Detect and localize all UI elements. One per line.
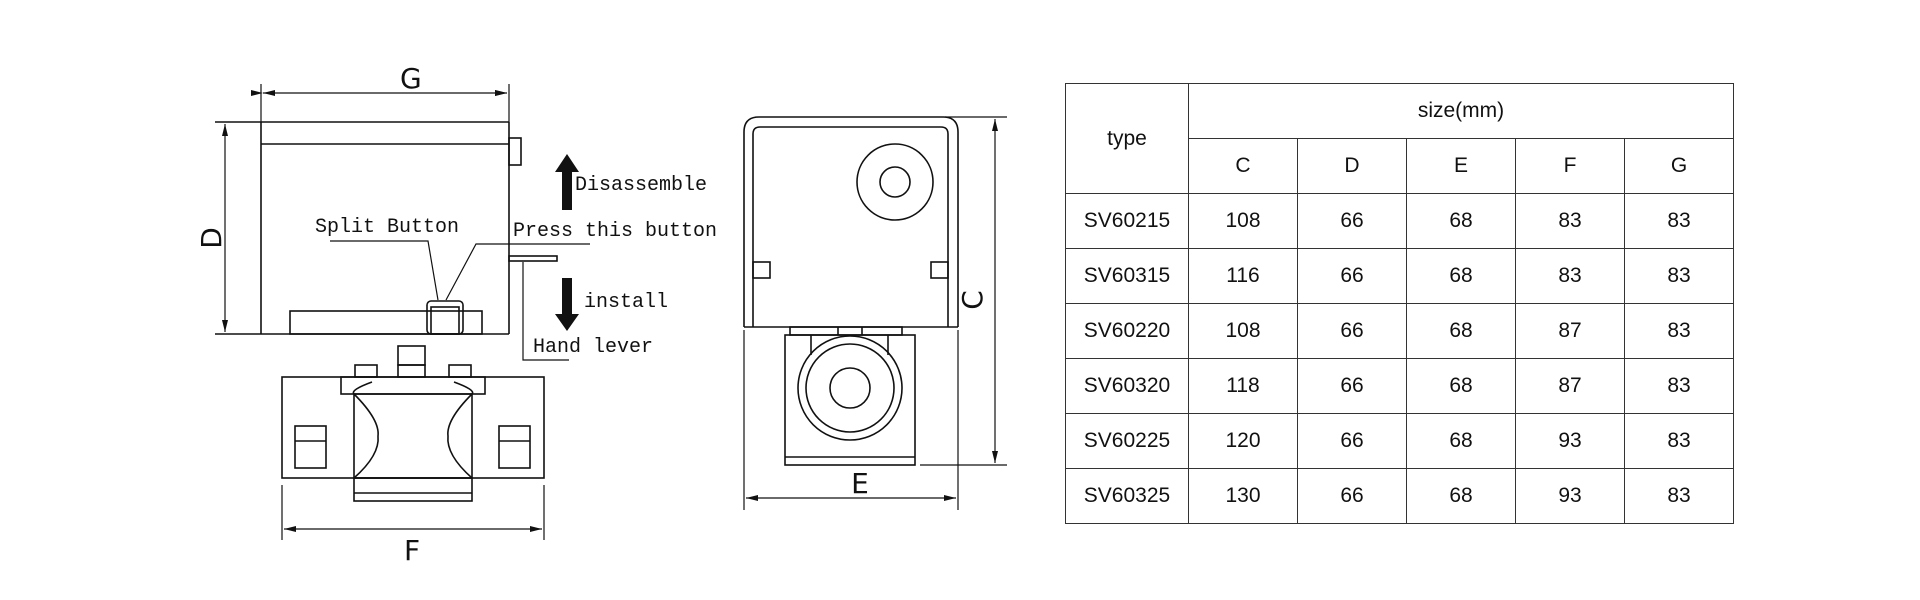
- size-cell: 66: [1297, 248, 1407, 304]
- type-cell: SV60220: [1065, 303, 1189, 359]
- arrow-down-icon: [555, 278, 579, 331]
- hand-lever-label: Hand lever: [533, 336, 653, 359]
- size-cell: 118: [1188, 358, 1298, 414]
- size-cell: 68: [1406, 468, 1516, 524]
- size-cell: 83: [1515, 193, 1625, 249]
- size-cell: 66: [1297, 413, 1407, 469]
- column-header: G: [1624, 138, 1734, 194]
- type-cell: SV60225: [1065, 413, 1189, 469]
- arrow-up-icon: [555, 154, 579, 210]
- column-header: D: [1297, 138, 1407, 194]
- size-cell: 83: [1624, 468, 1734, 524]
- column-header: E: [1406, 138, 1516, 194]
- size-cell: 83: [1624, 358, 1734, 414]
- column-header: C: [1188, 138, 1298, 194]
- size-cell: 68: [1406, 303, 1516, 359]
- type-header: type: [1065, 83, 1189, 194]
- type-cell: SV60215: [1065, 193, 1189, 249]
- dimension-c-label: C: [956, 290, 989, 310]
- dimension-f-label: F: [404, 534, 420, 567]
- size-cell: 87: [1515, 303, 1625, 359]
- size-cell: 93: [1515, 413, 1625, 469]
- actuator-side-view: G D Split Button Press this button Disas…: [195, 62, 717, 361]
- valve-body-side-view: F: [281, 345, 545, 567]
- split-button-label: Split Button: [315, 216, 459, 239]
- size-cell: 68: [1406, 358, 1516, 414]
- size-cell: 116: [1188, 248, 1298, 304]
- type-cell: SV60315: [1065, 248, 1189, 304]
- size-cell: 68: [1406, 413, 1516, 469]
- disassemble-label: Disassemble: [575, 174, 707, 197]
- install-label: install: [584, 291, 668, 314]
- size-cell: 66: [1297, 358, 1407, 414]
- size-cell: 130: [1188, 468, 1298, 524]
- size-cell: 83: [1624, 248, 1734, 304]
- column-header-row: C D E F G: [1066, 138, 1734, 194]
- dimension-g-label: G: [400, 62, 422, 95]
- size-cell: 87: [1515, 358, 1625, 414]
- size-cell: 66: [1297, 303, 1407, 359]
- size-cell: 66: [1297, 468, 1407, 524]
- size-cell: 83: [1624, 413, 1734, 469]
- size-cell: 83: [1624, 193, 1734, 249]
- size-cell: 83: [1624, 303, 1734, 359]
- actuator-front-view: C E: [743, 116, 1007, 510]
- dimension-e-label: E: [851, 467, 869, 500]
- size-header: size(mm): [1188, 83, 1734, 139]
- size-cell: 66: [1297, 193, 1407, 249]
- column-header: F: [1515, 138, 1625, 194]
- size-cell: 68: [1406, 193, 1516, 249]
- size-cell: 120: [1188, 413, 1298, 469]
- size-cell: 108: [1188, 193, 1298, 249]
- size-cell: 83: [1515, 248, 1625, 304]
- size-cell: 93: [1515, 468, 1625, 524]
- size-cell: 68: [1406, 248, 1516, 304]
- press-button-label: Press this button: [513, 220, 717, 243]
- type-cell: SV60325: [1065, 468, 1189, 524]
- size-cell: 108: [1188, 303, 1298, 359]
- dimension-d-label: D: [195, 227, 228, 249]
- type-cell: SV60320: [1065, 358, 1189, 414]
